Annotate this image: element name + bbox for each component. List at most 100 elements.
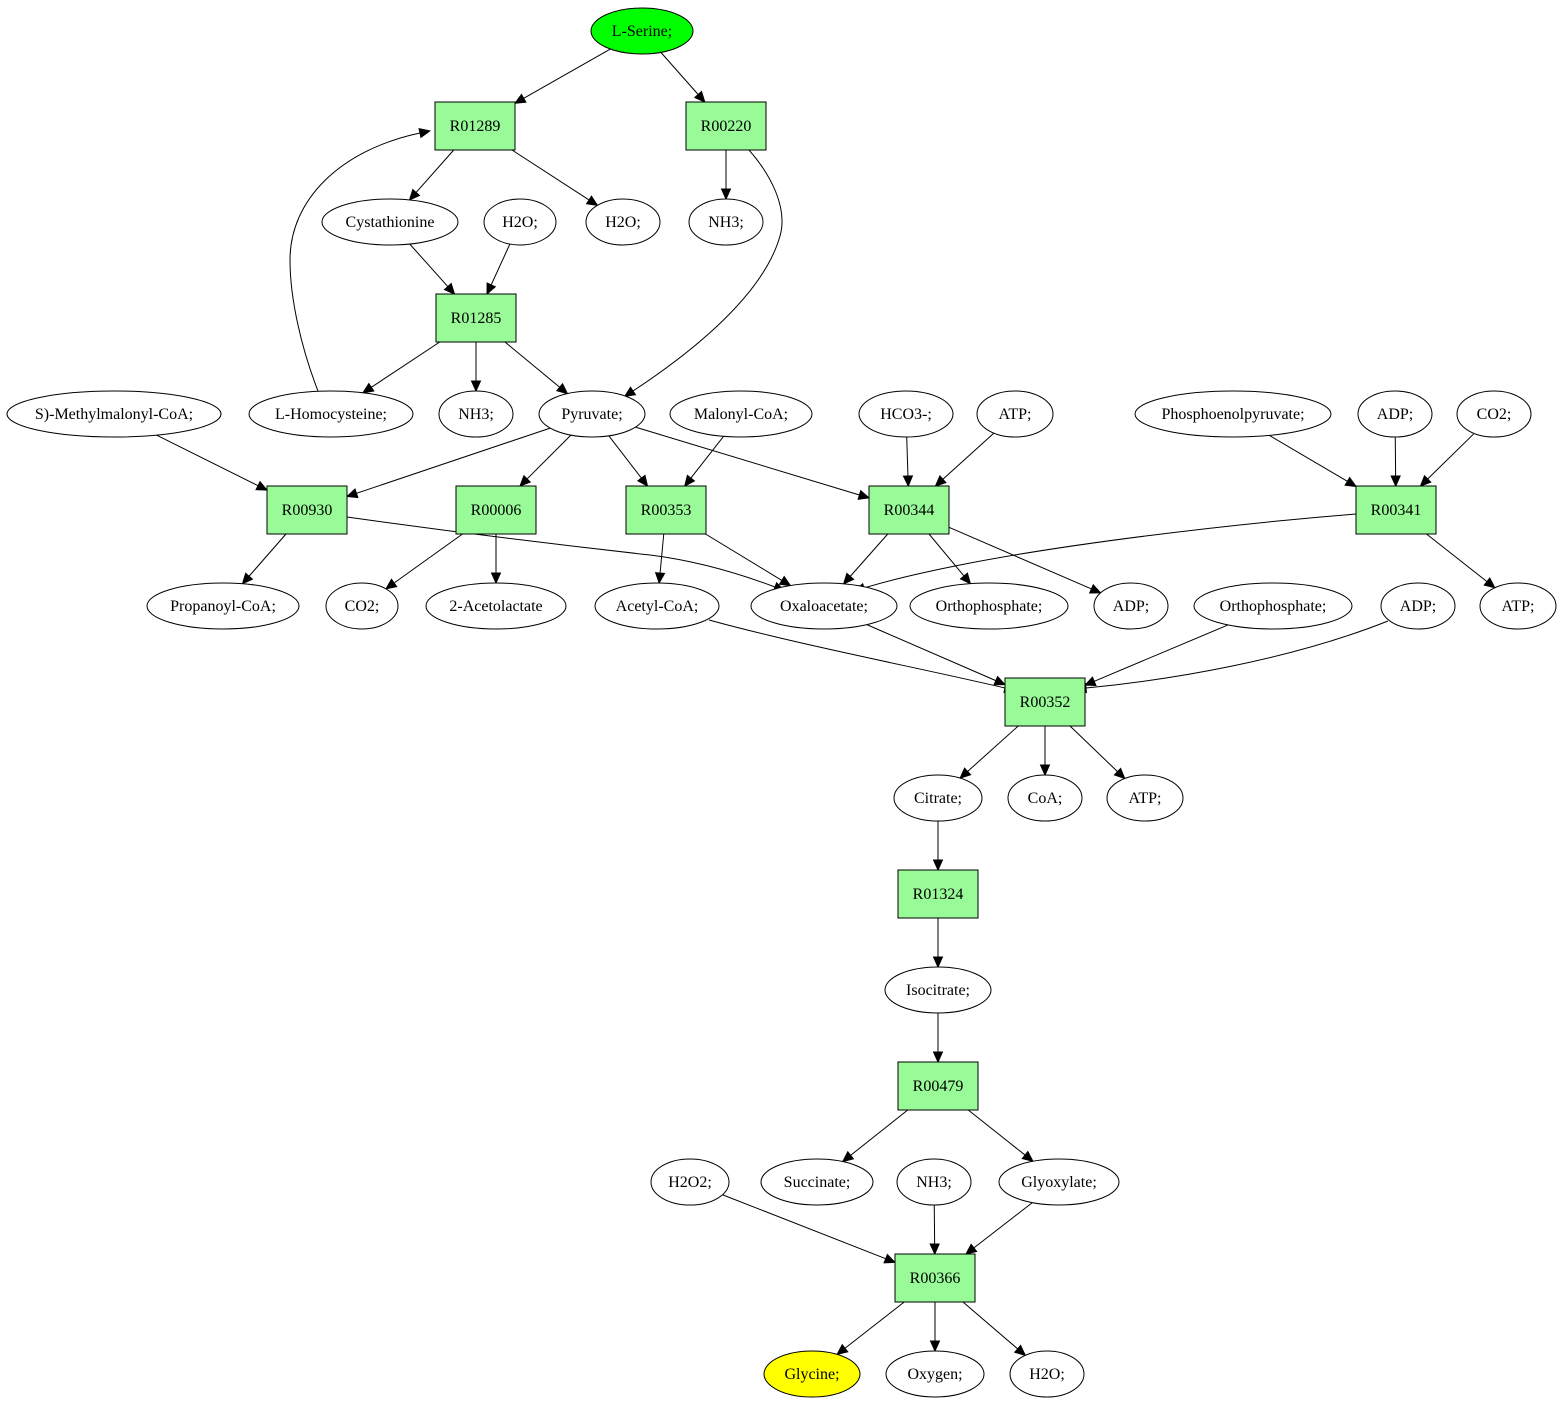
edge-R01289-to-Cystathionine (408, 149, 455, 201)
compound-ellipse (1193, 582, 1353, 630)
edge-path (690, 435, 724, 479)
node-label: ATP; (999, 406, 1032, 423)
arrowhead (486, 282, 497, 296)
compound-node-isocitrate: Isocitrate; (884, 966, 992, 1014)
compound-node-acetolactate: 2-Acetolactate (425, 582, 567, 630)
edge-Ortho_b-to-R00352 (1083, 624, 1229, 686)
node-label: CO2; (1477, 406, 1512, 423)
node-label: R00366 (910, 1270, 961, 1287)
compound-node-h2o_b: H2O; (585, 198, 661, 246)
compound-ellipse (763, 1350, 861, 1398)
edge-path (849, 533, 889, 577)
edge-HCO3-to-R00344 (902, 436, 914, 488)
arrowhead (1419, 474, 1432, 487)
arrowhead (490, 572, 502, 585)
node-label: S)-Methylmalonyl-CoA; (35, 406, 193, 423)
compound-ellipse (248, 390, 414, 438)
edge-R00353-to-AcetylCoA (654, 533, 666, 585)
node-label: Propanoyl-CoA; (170, 598, 276, 615)
node-label: R00220 (701, 118, 752, 135)
edge-R00352-to-CoA (1039, 726, 1051, 777)
compound-node-atp_b: ATP; (1479, 582, 1557, 630)
node-label: H2O; (605, 214, 641, 231)
edge-LHomocysteine-to-R01289 (289, 127, 431, 392)
edge-path (409, 243, 449, 287)
reaction-box (1004, 677, 1086, 727)
reaction-box (455, 485, 537, 535)
edge-R00220-to-Pyruvate (623, 149, 783, 398)
node-label: H2O; (502, 214, 538, 231)
edge-path (973, 1202, 1033, 1249)
compound-ellipse (6, 390, 222, 438)
compound-ellipse (885, 1350, 985, 1398)
arrowhead (1021, 1150, 1034, 1163)
arrowhead (241, 572, 254, 585)
arrowhead (345, 488, 359, 499)
compound-ellipse (1357, 390, 1433, 438)
node-label: R00344 (884, 502, 935, 519)
edge-R00366-to-H2O_c (962, 1301, 1027, 1357)
compound-ellipse (893, 774, 983, 822)
arrowhead (959, 767, 972, 779)
arrowhead (513, 93, 527, 104)
arrowhead (934, 475, 947, 487)
edge-path (504, 341, 561, 388)
edge-R00366-to-Glycine (836, 1301, 905, 1356)
compound-ellipse (1093, 582, 1169, 630)
compound-node-nh3_a: NH3; (688, 198, 764, 246)
node-label: R01324 (913, 886, 964, 903)
reaction-box (625, 485, 707, 535)
edge-path (1426, 533, 1488, 582)
edge-R00006-to-Acetolactate (490, 534, 502, 585)
reaction-box (897, 1061, 979, 1111)
compound-ellipse (1134, 390, 1332, 438)
compound-ellipse (1009, 1350, 1085, 1398)
arrowhead (623, 386, 637, 398)
compound-node-h2o_a: H2O; (483, 198, 557, 246)
edge-MalonylCoA-to-R00353 (683, 435, 724, 487)
edge-R01324-to-Isocitrate (932, 918, 944, 969)
arrowhead (965, 1243, 978, 1255)
compound-ellipse (1456, 390, 1532, 438)
reaction-node-r00344: R00344 (868, 485, 950, 535)
compound-node-citrate: Citrate; (893, 774, 983, 822)
node-label: R00930 (282, 502, 333, 519)
edge-path (371, 341, 441, 388)
compound-ellipse (976, 390, 1054, 438)
arrowhead (959, 572, 972, 585)
arrowhead (1083, 676, 1097, 686)
edge-path (967, 1109, 1026, 1156)
compound-ellipse (650, 1158, 730, 1206)
node-label: Orthophosphate; (936, 598, 1043, 615)
node-label: 2-Acetolactate (449, 598, 542, 615)
reaction-box (685, 101, 767, 151)
edge-R00353-to-Oxaloacetate (705, 533, 792, 587)
edge-path (248, 533, 287, 577)
node-label: ATP; (1502, 598, 1535, 615)
compound-node-propanoylcoa: Propanoyl-CoA; (146, 582, 300, 630)
node-label: CoA; (1028, 790, 1063, 807)
edge-path (511, 149, 590, 201)
node-label: Cystathionine (346, 214, 435, 231)
edge-path (289, 132, 421, 392)
node-label: R00479 (913, 1078, 964, 1095)
compound-node-hco3: HCO3-; (858, 390, 954, 438)
arrowhead (842, 572, 855, 585)
edge-path (1094, 624, 1229, 682)
compound-node-atp_a: ATP; (976, 390, 1054, 438)
arrowhead (836, 1343, 849, 1356)
node-label: Oxaloacetate; (780, 598, 868, 615)
compound-ellipse (590, 7, 694, 55)
node-label: L-Homocysteine; (275, 406, 387, 423)
arrowhead (255, 480, 269, 491)
compound-node-succinate: Succinate; (760, 1158, 874, 1206)
arrowhead (1088, 583, 1102, 594)
reaction-node-r00220: R00220 (685, 101, 767, 151)
edge-SMethylmalonyl-to-R00930 (156, 434, 269, 491)
reaction-box (1355, 485, 1437, 535)
reaction-node-r00353: R00353 (625, 485, 707, 535)
compound-ellipse (585, 198, 661, 246)
node-label: Glycine; (784, 1366, 839, 1383)
compound-node-adp_a: ADP; (1357, 390, 1433, 438)
